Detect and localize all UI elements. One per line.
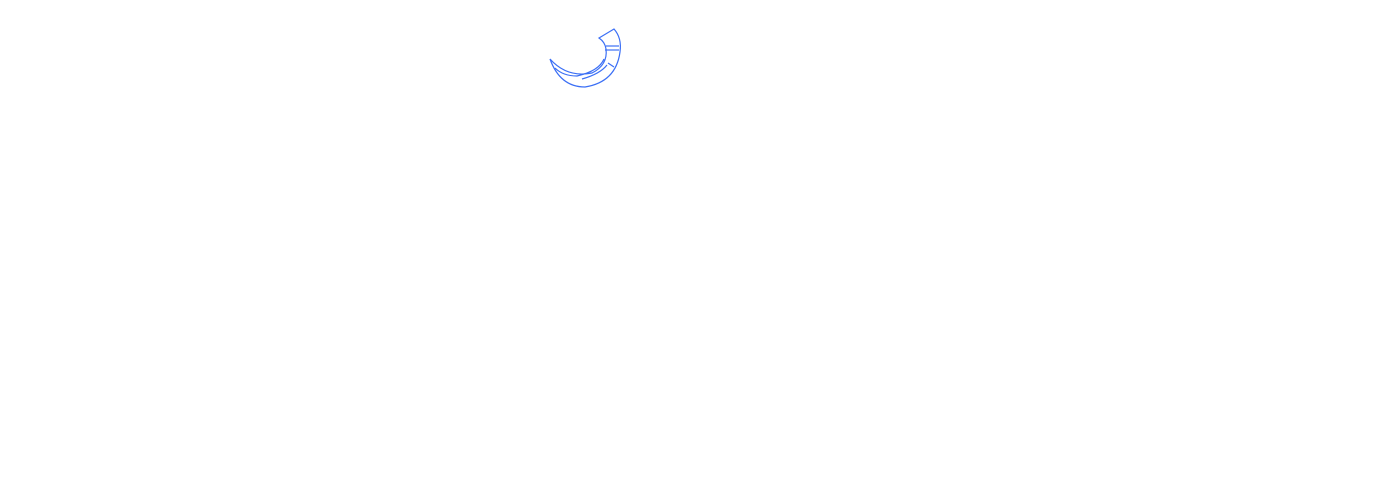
crescent-spinner-icon [549, 28, 621, 88]
loading-spinner-icon [547, 26, 623, 90]
